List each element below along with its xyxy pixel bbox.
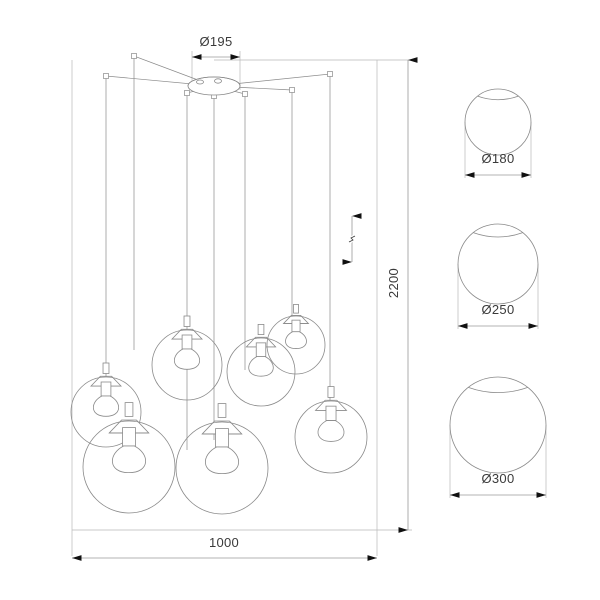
cable-5 [213,85,246,370]
globe-top-right-bulb [285,331,307,349]
globe-left-small [70,362,142,448]
globe-left-small-bulb [93,395,119,417]
dimension-label-overall-width: 1000 [209,535,239,550]
globe-bottom-left-socket [122,427,136,447]
dimension-label-drop-height: 2200 [386,268,401,298]
globe-bottom-left [82,402,176,514]
cable-1-anchor-node [103,73,109,79]
globe-bottom-mid-socket [215,428,229,448]
cable-6-anchor-node [289,87,295,93]
detail-globe-180 [464,88,532,156]
globe-right-glass-sphere [294,400,368,474]
cable-2-anchor-node [131,53,137,59]
detail-globe-300 [449,376,547,474]
globe-right-bulb [317,420,345,442]
dimension-lines-group [72,54,546,561]
globe-right [294,386,368,474]
globe-bottom-mid-glass-sphere [175,421,269,515]
globe-bottom-mid-stem [217,403,227,418]
detail-globe-250-outline [457,223,539,305]
globe-mid-upper-stem [257,323,265,335]
canopy-hole-left [196,79,204,85]
dimension-label-globe-250: Ø250 [481,302,514,317]
globe-mid-upper [226,323,296,407]
cable-5-anchor-node [242,91,248,97]
detail-globe-180-top-opening [477,95,519,101]
globe-left-small-stem [102,362,110,374]
globe-bottom-left-bulb [112,445,146,474]
globe-bottom-mid [175,403,269,515]
dimension-label-canopy-diameter: Ø195 [199,34,232,49]
detail-globe-180-outline [464,88,532,156]
globe-mid-upper-bulb [248,356,274,377]
cable-3 [186,85,215,450]
cable-3-anchor-node [184,90,190,96]
detail-views-group [449,88,547,474]
detail-globe-250-top-opening [473,232,523,238]
detail-globe-300-top-opening [468,386,528,394]
globe-bottom-left-glass-sphere [82,420,176,514]
cable-2 [133,55,215,350]
break-zigzag [348,235,356,243]
dimension-label-globe-300: Ø300 [481,471,514,486]
detail-globe-250 [457,223,539,305]
globe-top-right [266,303,326,375]
globe-left-small-glass-sphere [70,376,142,448]
canopy-plate-rim [187,76,241,87]
detail-globe-300-outline [449,376,547,474]
globe-upper-left-bulb [174,348,200,370]
canopy-hole-right [214,78,222,84]
globe-right-stem [327,386,335,398]
globe-upper-left-socket [181,334,193,350]
globe-top-right-socket [291,319,301,333]
globe-left-small-socket [100,381,112,397]
globe-mid-upper-glass-sphere [226,337,296,407]
globe-upper-left [151,315,223,401]
cable-7-anchor-node [327,71,333,77]
break-symbol [342,213,362,265]
dimension-label-globe-180: Ø180 [481,151,514,166]
cable-1 [105,75,215,400]
globe-top-right-stem [293,303,299,314]
globe-bottom-left-stem [124,402,134,417]
globe-upper-left-stem [183,315,191,327]
cable-6 [213,85,293,320]
suspension-cables-group [103,53,333,450]
globe-bottom-mid-bulb [205,446,239,475]
globe-upper-left-glass-sphere [151,329,223,401]
ceiling-canopy-group [187,76,241,96]
globe-mid-upper-socket [255,342,267,357]
extension-lines [71,51,547,556]
pendant-globes-group [70,303,368,515]
globe-right-socket [325,405,337,421]
globe-top-right-glass-sphere [266,315,326,375]
